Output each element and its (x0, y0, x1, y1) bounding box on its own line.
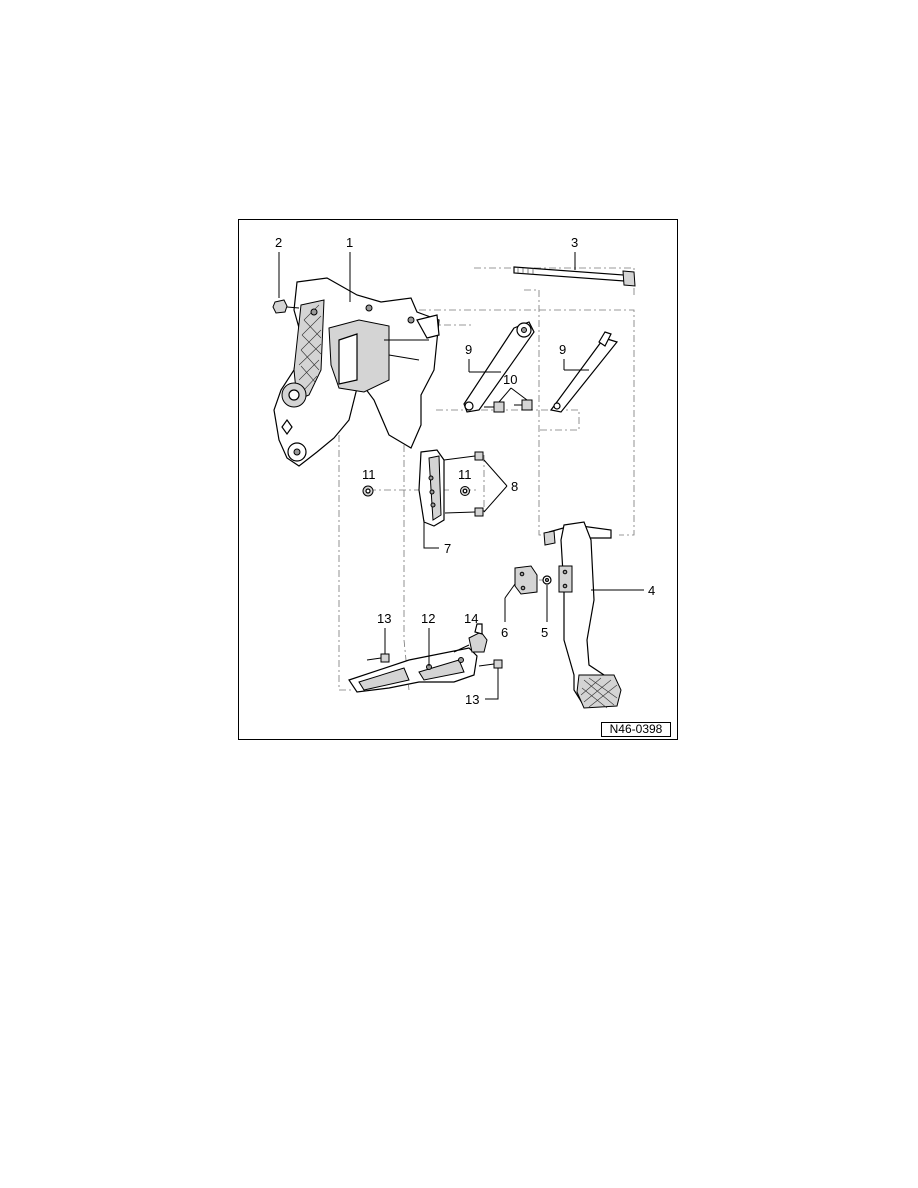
callout-4: 4 (591, 583, 655, 598)
callout-label: 9 (465, 342, 472, 357)
pivot-bolt-part-3 (513, 266, 636, 287)
callout-label: 13 (377, 611, 391, 626)
callout-label: 5 (541, 625, 548, 640)
pedal-assembly-diagram: 1 2 3 4 5 6 7 8 (272, 235, 655, 709)
callout-label: 14 (464, 611, 478, 626)
brake-pedal-part-4 (543, 521, 622, 709)
callout-11-right: 11 (458, 467, 472, 482)
callout-label: 2 (275, 235, 282, 250)
callout-label: 13 (465, 692, 479, 707)
screws-part-13 (366, 653, 503, 669)
callout-5: 5 (541, 585, 548, 640)
callout-label: 4 (648, 583, 655, 598)
sensor-part-14 (453, 623, 488, 653)
lever-part-9-left (463, 321, 535, 413)
callout-label: 11 (458, 467, 472, 482)
nuts-part-11 (362, 485, 470, 497)
callout-7: 7 (423, 520, 451, 556)
lower-bracket-part-12 (348, 647, 478, 693)
switch-bracket-part-7 (418, 449, 445, 527)
callout-label: 8 (511, 479, 518, 494)
callout-label: 10 (503, 372, 517, 387)
bolts-part-10 (484, 399, 533, 413)
callout-10: 10 (498, 372, 528, 403)
screws-part-8 (443, 451, 484, 517)
callout-label: 1 (346, 235, 353, 250)
figure-reference-code: N46-0398 (601, 722, 671, 737)
callout-label: 3 (571, 235, 578, 250)
callout-9-left: 9 (465, 342, 501, 373)
lever-part-9-right (549, 331, 619, 413)
exploded-diagram-frame: 1 2 3 4 5 6 7 8 (238, 219, 678, 740)
callout-8: 8 (483, 459, 518, 513)
callout-label: 7 (444, 541, 451, 556)
callout-label: 11 (362, 467, 376, 482)
callout-12: 12 (421, 611, 435, 666)
callout-14: 14 (464, 611, 478, 626)
callout-11-left: 11 (362, 467, 376, 482)
callout-6: 6 (501, 583, 516, 640)
callout-1: 1 (346, 235, 353, 302)
bushing-part-6 (514, 565, 538, 595)
callout-9-right: 9 (559, 342, 589, 371)
callout-3: 3 (571, 235, 578, 270)
callout-label: 12 (421, 611, 435, 626)
callout-2: 2 (275, 235, 282, 298)
callout-13-right: 13 (465, 668, 499, 707)
callout-label: 9 (559, 342, 566, 357)
pedal-bracket-part-1 (273, 277, 440, 467)
callout-label: 6 (501, 625, 508, 640)
washer-part-5 (542, 575, 552, 585)
callout-13-left: 13 (377, 611, 391, 654)
nut-part-2 (272, 299, 300, 314)
